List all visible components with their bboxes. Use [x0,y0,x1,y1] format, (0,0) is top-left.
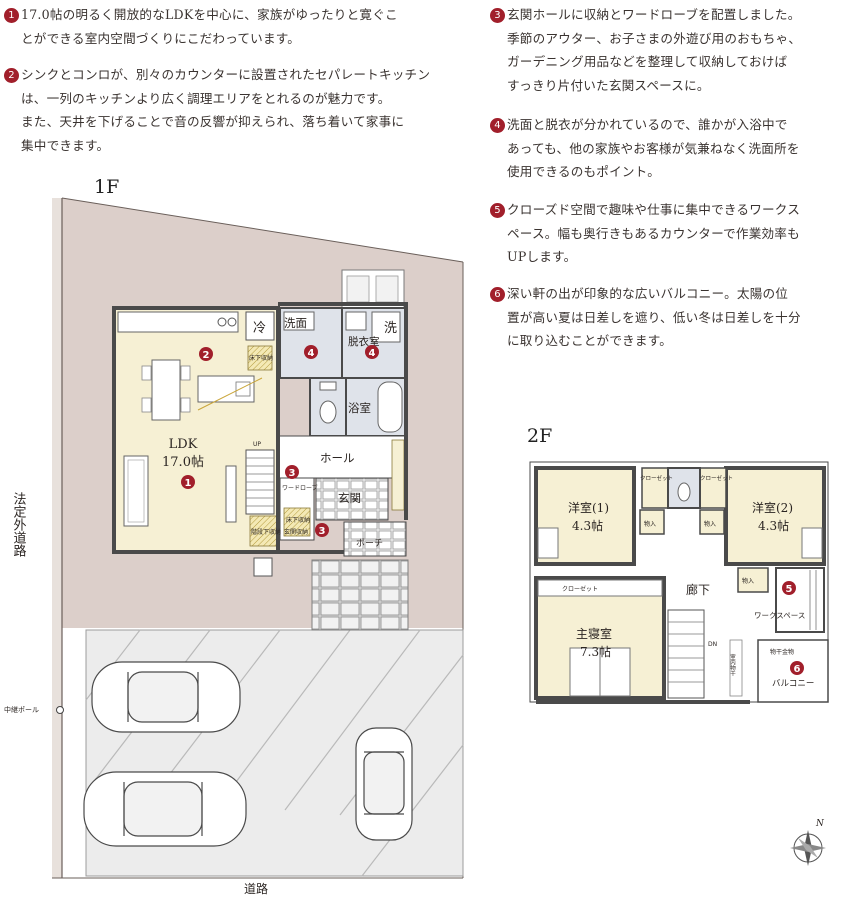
stair-dn-label: DN [708,641,717,648]
approach-paving [311,559,409,631]
western1-label: 洋室(1) [568,500,609,515]
closet1-label: クローゼット [640,474,673,482]
note-line: とができる室内空間づくりにこだわっています。 [21,30,301,46]
note-number: 4 [490,118,505,133]
stair-storage-label: 階段下収納 [251,528,281,536]
compass-icon [790,830,826,866]
svg-text:5: 5 [786,584,793,595]
badge-3a: 3 [285,465,299,479]
note-line: 17.0帖の明るく開放的なLDKを中心に、家族がゆったりと寛ぐこ [21,7,398,22]
note-line: ペース。幅も奥行きもあるカウンターで作業効率も [507,225,800,241]
note-number: 6 [490,287,505,302]
svg-text:2: 2 [203,350,210,361]
pole-label: 中継ポール [4,705,39,714]
fridge-label: 冷 [253,321,266,336]
work-space [775,567,825,633]
svg-text:1: 1 [185,478,192,489]
note-line: 深い軒の出が印象的な広いバルコニー。太陽の位 [507,286,789,301]
western1-size-label: 4.3帖 [572,518,603,533]
note-line: すっきり片付いた玄関スペースに。 [507,77,710,93]
balcony-label: バルコニー [772,679,814,689]
compass-label: N [815,819,825,829]
badge-1: 1 [181,475,195,489]
note-line: クローズド空間で趣味や仕事に集中できるワークス [507,202,800,217]
ldk-label: LDK [169,437,198,452]
road-bottom-label: 道路 [244,881,268,896]
note-line: あっても、他の家族やお客様が気兼ねなく洗面所を [507,140,800,156]
svg-text:4: 4 [308,348,315,359]
master-size-label: 7.3帖 [580,644,611,659]
svg-text:6: 6 [794,664,801,675]
western2-size-label: 4.3帖 [758,518,789,533]
storage3-label: 物入 [742,577,754,585]
car-3 [355,727,413,841]
svg-text:3: 3 [289,468,296,479]
ldk-size-label: 17.0帖 [162,455,204,470]
closet2-label: クローゼット [700,474,733,482]
note-line: また、天井を下げることで音の反響が抑えられ、落ち着いて家事に [21,114,405,129]
bath-label: 浴室 [348,401,371,415]
floor1-label: 1F [94,176,120,198]
entrance-label: 玄関 [338,491,361,505]
storage1-label: 物入 [644,520,656,528]
badge-3b: 3 [315,523,329,537]
road-side-strip [52,198,62,878]
closet3-label: クローゼット [562,585,598,593]
dressing-label: 脱衣室 [348,335,380,348]
note-line: は、一列のキッチンより広く調理エリアをとれるのが魅力です。 [21,90,391,106]
svg-text:3: 3 [319,526,326,537]
storage2-label: 物入 [704,520,716,528]
note-line: UPします。 [507,249,577,264]
note-line: 集中できます。 [21,137,110,153]
note-number: 2 [4,68,19,83]
stair-up-label: UP [253,441,261,448]
porch-label: ポーチ [356,538,383,549]
badge-5: 5 [782,581,796,595]
floor-storage-2-label: 床下収納 [286,516,310,524]
drying-label: 物干金物 [770,648,794,656]
note-number: 1 [4,8,19,23]
note-line: 置が高い夏は日差しを遮り、低い冬は日差しを十分 [507,309,801,325]
badge-6: 6 [790,661,804,675]
floor-storage-1-label: 床下収納 [249,354,273,362]
work-label: ワークスペース [754,611,805,620]
note-line: 使用できるのもポイント。 [507,164,661,179]
note-line: 洗面と脱衣が分かれているので、誰かが入浴中で [507,117,788,132]
note-line: ガーデニング用品などを整理して収納しておけば [507,54,788,69]
hall-label: ホール [320,451,355,465]
badge-2: 2 [199,347,213,361]
washer-label: 洗 [384,321,397,336]
note-number: 5 [490,203,505,218]
porch [343,521,407,557]
note-line: に取り込むことができます。 [507,333,673,348]
note-number: 3 [490,8,505,23]
car-1 [91,661,241,733]
pole-icon [56,706,64,714]
badge-4b: 4 [365,345,379,359]
stairs-2f [667,609,705,699]
wardrobe-label: ワードローブ [282,484,318,492]
note-line: シンクとコンロが、別々のカウンターに設置されたセパレートキッチン [21,67,431,82]
svg-text:4: 4 [369,348,376,359]
western2-label: 洋室(2) [752,500,793,515]
floor2-label: 2F [527,425,553,447]
badge-4a: 4 [304,345,318,359]
entrance [315,477,389,521]
road-side-label: 法定外道路 [11,492,27,557]
note-line: 季節のアウター、お子さまの外遊び用のおもちゃ、 [507,30,802,46]
washroom-label: 洗面 [284,316,307,330]
car-2 [83,771,247,847]
corridor-label: 廊下 [686,582,710,597]
master-label: 主寝室 [576,626,612,641]
indoor-drying-label: 室内物干 [729,653,736,678]
entrance-storage-label: 玄関収納 [284,528,308,536]
note-line: 玄関ホールに収納とワードローブを配置しました。 [507,7,801,22]
